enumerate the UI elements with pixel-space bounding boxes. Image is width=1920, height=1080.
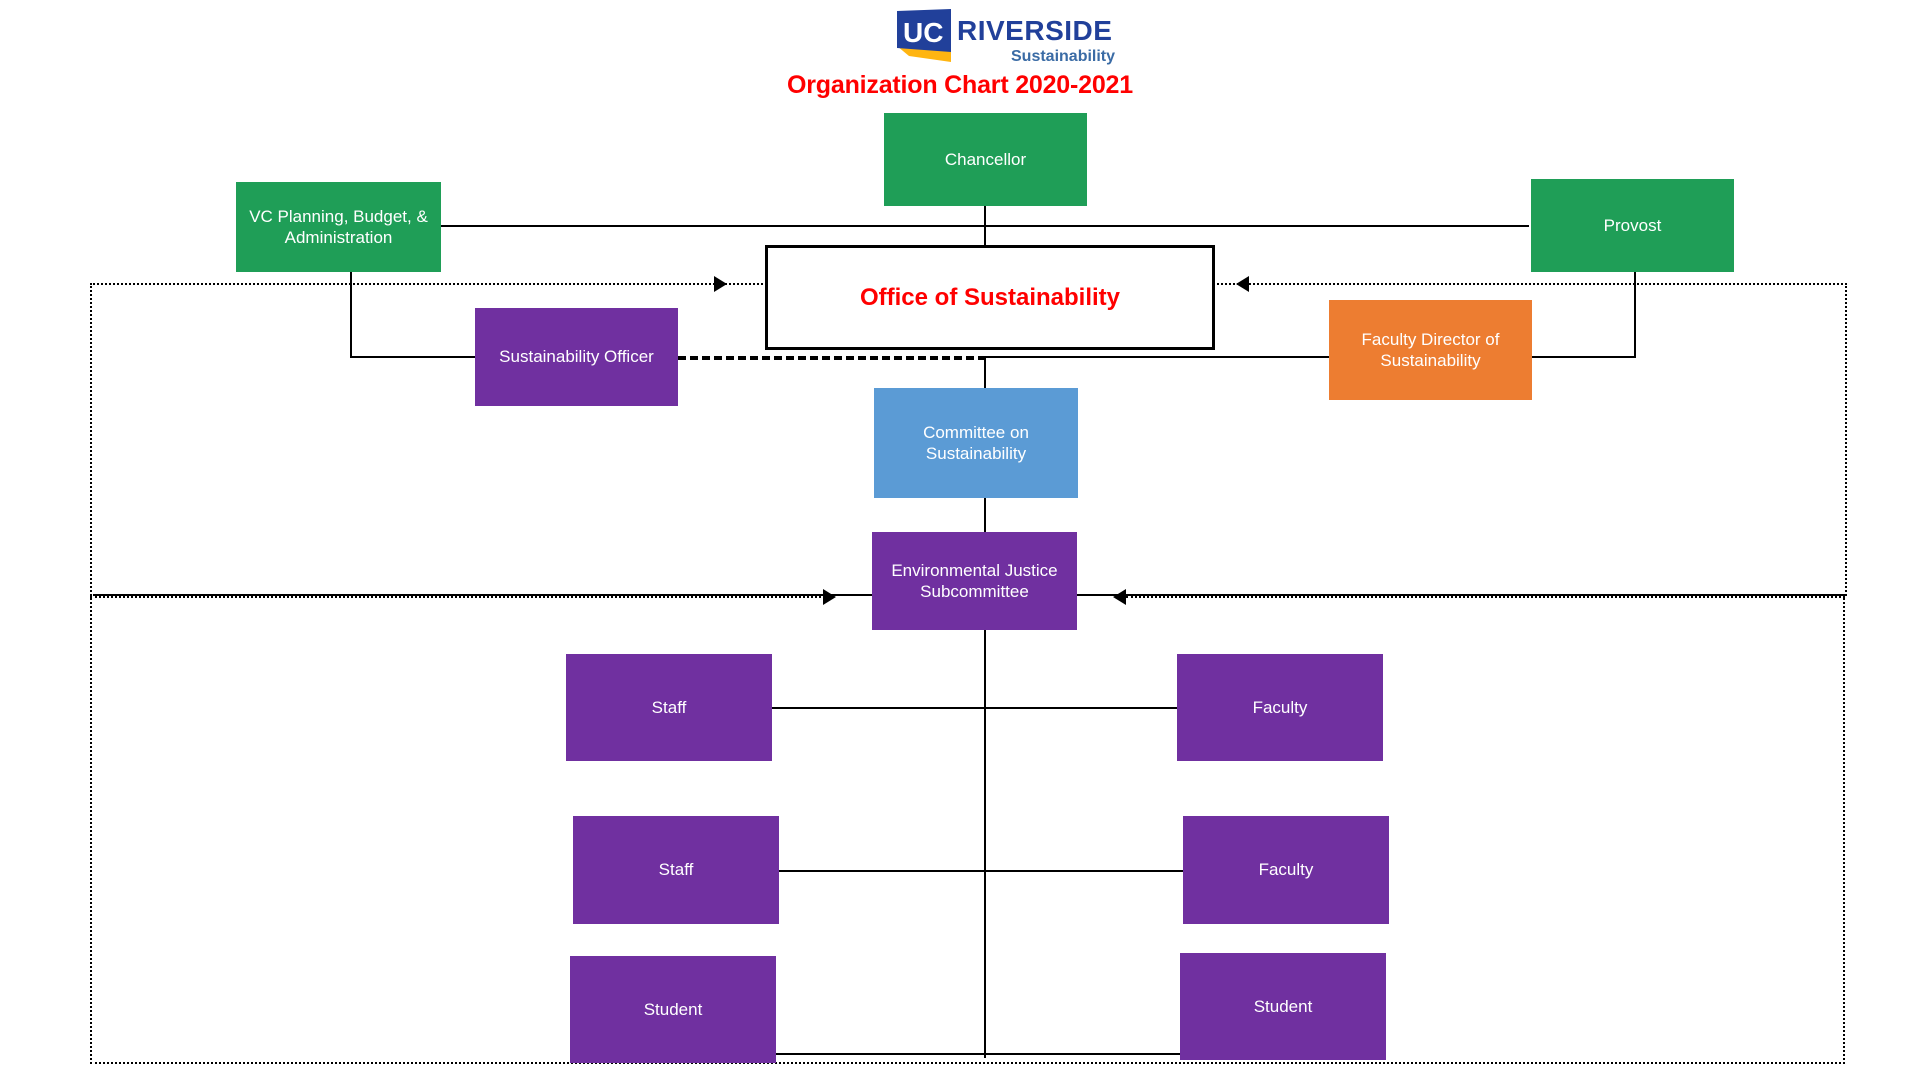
node-faculty-dir-label-line1: Faculty Director of (1361, 329, 1500, 349)
node-vc-planning-label-line2: Administration (284, 228, 393, 247)
edge-dotted-left-to-ej-sub (90, 596, 825, 598)
svg-text:Sustainability: Sustainability (1011, 48, 1115, 65)
edge-row2-staff-to-faculty (779, 870, 1183, 872)
edge-dotted-right-to-office (1249, 283, 1847, 285)
node-office-of-sustainability[interactable]: Office of Sustainability (765, 245, 1215, 350)
node-sustainability-officer-label: Sustainability Officer (499, 347, 654, 367)
node-student-2-label: Student (1253, 996, 1313, 1016)
node-staff-2-label: Staff (658, 860, 694, 880)
node-provost-label: Provost (1603, 215, 1662, 235)
edge-committee-to-ej-sub (984, 498, 986, 533)
edge-vc-down-leg (350, 272, 352, 357)
node-ej-sub-label-line1: Environmental Justice (891, 560, 1058, 580)
arrow-right-into-office (714, 276, 727, 292)
edge-office-to-committee (984, 356, 986, 389)
edge-vc-to-sust-officer (350, 356, 475, 358)
edge-dashed-sust-officer-to-junction (678, 356, 986, 360)
node-student-1-label: Student (643, 999, 703, 1019)
node-faculty-2[interactable]: Faculty (1183, 816, 1389, 924)
node-student-2[interactable]: Student (1180, 953, 1386, 1060)
edge-row3-student-to-student (775, 1053, 1182, 1055)
node-faculty-dir-label-line2: Sustainability (1380, 351, 1481, 370)
node-faculty-director-of-sustainability[interactable]: Faculty Director of Sustainability (1329, 300, 1532, 400)
node-staff-2[interactable]: Staff (573, 816, 779, 924)
node-ej-sub-label-line2: Subcommittee (920, 582, 1029, 601)
edge-dotted-right-to-ej-sub (1126, 596, 1845, 598)
edge-ej-sub-trunk (984, 630, 986, 1058)
node-faculty-1[interactable]: Faculty (1177, 654, 1383, 761)
node-staff-1[interactable]: Staff (566, 654, 772, 761)
region-lower-boundary (90, 594, 1845, 1064)
edge-vc-to-provost-spine (440, 225, 1529, 227)
node-student-1[interactable]: Student (570, 956, 776, 1063)
node-sustainability-officer[interactable]: Sustainability Officer (475, 308, 678, 406)
node-committee-label-line2: Sustainability (925, 444, 1027, 463)
uc-riverside-sustainability-logo: UC RIVERSIDE Sustainability (893, 8, 1128, 66)
node-committee-label-line1: Committee on (923, 422, 1029, 442)
edge-row1-staff-to-faculty (772, 707, 1180, 709)
node-chancellor-label: Chancellor (944, 149, 1027, 169)
page-title: Organization Chart 2020-2021 (787, 71, 1133, 99)
arrow-left-into-office (1236, 276, 1249, 292)
node-committee-on-sustainability[interactable]: Committee on Sustainability (874, 388, 1078, 498)
node-vc-planning-budget-administration[interactable]: VC Planning, Budget, & Administration (236, 182, 441, 272)
arrow-left-into-ej-sub (1113, 589, 1126, 605)
node-staff-1-label: Staff (651, 697, 687, 717)
node-vc-planning-label-line1: VC Planning, Budget, & (249, 206, 428, 226)
svg-text:RIVERSIDE: RIVERSIDE (957, 15, 1112, 46)
edge-provost-to-faculty-dir (1531, 356, 1636, 358)
node-chancellor[interactable]: Chancellor (884, 113, 1087, 206)
node-provost[interactable]: Provost (1531, 179, 1734, 272)
node-faculty-1-label: Faculty (1252, 697, 1308, 717)
node-faculty-2-label: Faculty (1258, 860, 1314, 880)
node-office-label: Office of Sustainability (859, 283, 1121, 311)
edge-dotted-left-to-office (90, 283, 715, 285)
edge-provost-down-leg (1634, 272, 1636, 357)
arrow-right-into-ej-sub (823, 589, 836, 605)
edge-junction-to-faculty-dir (984, 356, 1331, 358)
node-environmental-justice-subcommittee[interactable]: Environmental Justice Subcommittee (872, 532, 1077, 630)
svg-text:UC: UC (903, 17, 943, 48)
